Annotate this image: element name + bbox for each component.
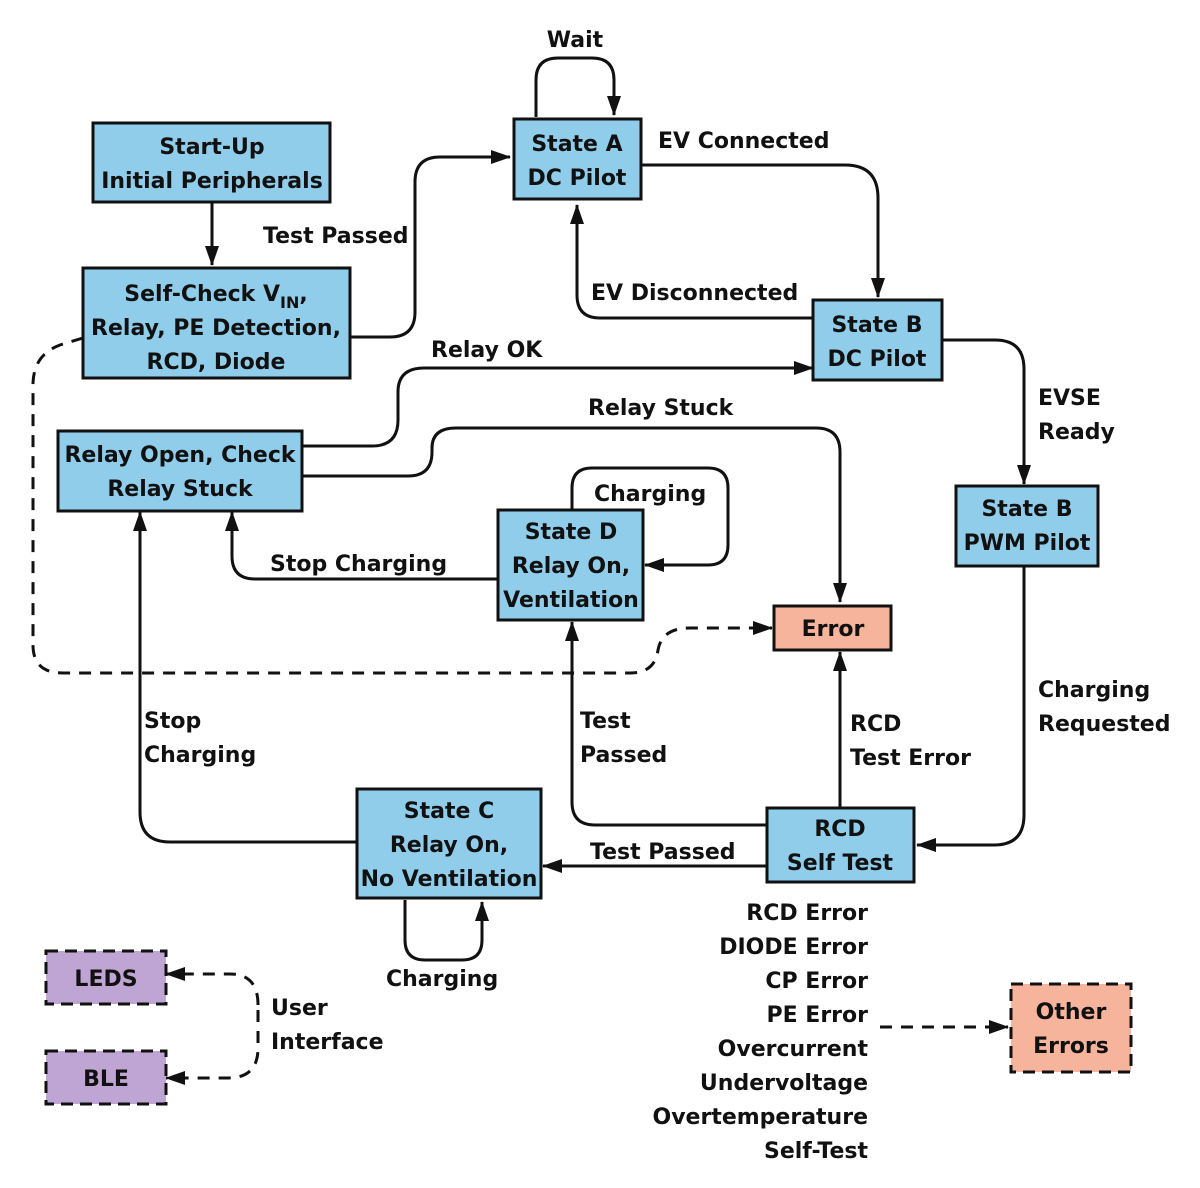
node-error-label: Error [802,617,865,642]
node-state-d-line2: Relay On, [512,554,630,579]
error-list-item: Undervoltage [700,1071,868,1096]
label-test-passed-2b: Passed [580,743,667,768]
node-state-b-dc-line1: State B [831,313,922,338]
node-state-c-line1: State C [404,799,494,824]
error-list-item: RCD Error [746,901,868,926]
label-charging-requested-2: Requested [1038,712,1170,737]
edge-selfcheck-to-error-dashed [31,336,773,675]
node-state-d-line3: Ventilation [503,588,639,613]
node-leds[interactable]: LEDS [44,949,168,1006]
edge-state-d-stop-charging [225,511,498,581]
edge-ev-disconnected [570,204,813,320]
node-rcd-line2: Self Test [787,851,894,876]
node-error[interactable]: Error [772,604,893,652]
label-test-passed-3: Test Passed [590,840,736,865]
node-state-b-pwm-line2: PWM Pilot [964,531,1091,556]
edge-ui-to-leds [165,967,260,1006]
node-other-errors-line2: Errors [1033,1034,1109,1059]
node-state-c[interactable]: State C Relay On, No Ventilation [355,787,543,900]
label-ev-connected: EV Connected [658,129,829,154]
edge-selfcheck-to-state-a [350,150,511,339]
label-wait: Wait [547,28,604,53]
error-list-item: DIODE Error [719,935,868,960]
node-selfcheck-line2: Relay, PE Detection, [91,316,341,341]
node-state-c-line2: Relay On, [390,833,508,858]
label-charging-d: Charging [594,482,706,507]
node-state-a[interactable]: State A DC Pilot [512,117,643,201]
node-state-d[interactable]: State D Relay On, Ventilation [496,508,645,622]
label-relay-ok: Relay OK [431,338,543,363]
label-stop-charging-1: Stop Charging [270,552,447,577]
edge-wait-loop [534,56,621,117]
error-list-item: Overtemperature [653,1105,869,1130]
label-rcd-test-error-1: RCD [850,712,901,737]
label-charging-requested-1: Charging [1038,678,1150,703]
node-other-errors[interactable]: Other Errors [1009,982,1133,1074]
label-ev-disconnected: EV Disconnected [591,281,798,306]
error-list-item: PE Error [766,1003,868,1028]
node-leds-label: LEDS [74,967,137,992]
label-relay-stuck: Relay Stuck [588,396,735,421]
edge-rcd-to-state-d [565,621,767,827]
label-test-passed-2a: Test [580,709,631,734]
error-list-item: Overcurrent [718,1037,869,1062]
node-state-b-dc[interactable]: State B DC Pilot [811,298,944,382]
node-selfcheck[interactable]: Self-Check VIN, Relay, PE Detection, RCD… [81,266,352,380]
node-state-b-pwm[interactable]: State B PWM Pilot [954,484,1100,568]
edge-state-c-charging-loop [403,900,489,962]
node-ble[interactable]: BLE [44,1049,168,1106]
edge-ev-connected [641,163,885,298]
node-state-a-line1: State A [531,132,622,157]
edge-state-d-charging-loop [570,466,730,572]
node-rcd-line1: RCD [814,817,865,842]
node-rcd-self-test[interactable]: RCD Self Test [765,806,916,884]
node-selfcheck-line1: Self-Check VIN, [124,282,307,312]
edge-state-c-stop-charging [133,511,357,844]
label-stop-charging-2a: Stop [144,709,201,734]
edge-ui-to-ble [165,1010,260,1085]
node-relay-open-line2: Relay Stuck [107,477,254,502]
node-state-b-dc-line2: DC Pilot [828,347,927,372]
error-list: RCD Error DIODE Error CP Error PE Error … [653,901,869,1164]
label-evse-ready-2: Ready [1038,420,1115,445]
node-startup-line2: Initial Peripherals [101,169,323,194]
node-state-c-line3: No Ventilation [361,867,538,892]
node-other-errors-line1: Other [1036,1000,1107,1025]
label-stop-charging-2b: Charging [144,743,256,768]
edge-relay-stuck [302,426,847,603]
edge-evse-ready [942,338,1031,485]
node-state-a-line2: DC Pilot [528,166,627,191]
edge-charging-requested [916,566,1026,852]
node-state-d-line1: State D [525,520,618,545]
node-selfcheck-line3: RCD, Diode [147,350,286,375]
error-list-item: CP Error [765,969,868,994]
label-rcd-test-error-2: Test Error [850,746,971,771]
error-list-item: Self-Test [764,1139,868,1164]
node-state-b-pwm-line1: State B [981,497,1072,522]
node-startup[interactable]: Start-Up Initial Peripherals [91,121,332,204]
edge-relay-ok [302,361,814,448]
node-relay-open-line1: Relay Open, Check [64,443,296,468]
label-evse-ready-1: EVSE [1038,386,1101,411]
label-charging-c: Charging [386,967,498,992]
label-user-interface-2: Interface [271,1030,384,1055]
node-startup-line1: Start-Up [159,135,264,160]
label-test-passed-1: Test Passed [263,224,409,249]
node-ble-label: BLE [83,1067,129,1092]
label-user-interface-1: User [271,996,328,1021]
node-relay-open[interactable]: Relay Open, Check Relay Stuck [56,429,304,513]
